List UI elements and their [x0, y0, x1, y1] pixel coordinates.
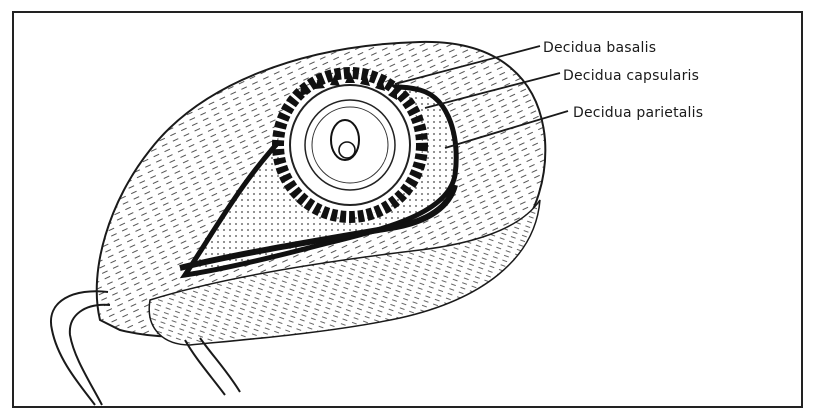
label-decidua-parietalis: Decidua parietalis — [573, 105, 703, 121]
cervix-right-inner — [200, 338, 240, 392]
label-decidua-basalis: Decidua basalis — [543, 40, 656, 56]
label-decidua-capsularis: Decidua capsularis — [563, 68, 699, 84]
cervix-right — [185, 340, 225, 395]
yolk-sac — [339, 142, 355, 158]
